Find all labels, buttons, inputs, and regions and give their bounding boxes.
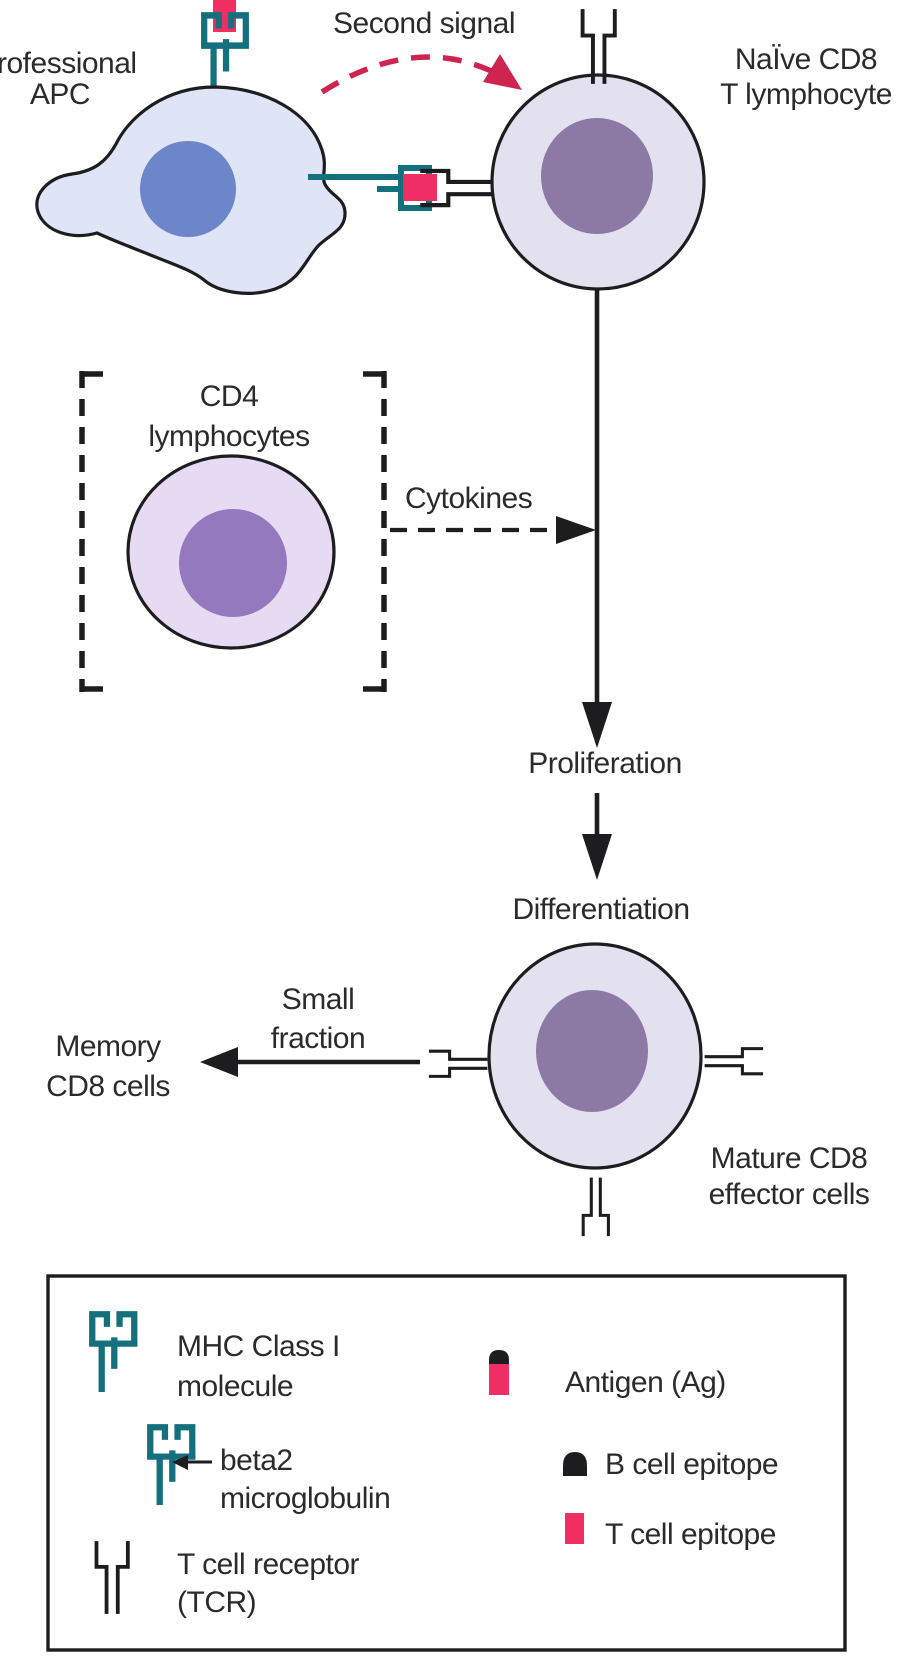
naive-cd8-nucleus (541, 118, 653, 234)
naive-cd8-label-line2: T lymphocyte (720, 78, 892, 111)
second-signal-arrowhead (483, 54, 522, 90)
second-signal-arrow (320, 54, 507, 95)
small-fraction-label-line2: fraction (271, 1022, 365, 1055)
tcr-icon-mature-right (703, 1047, 765, 1076)
apc-label-line1: rofessional (0, 47, 137, 80)
tcr-icon-naive-top (580, 7, 617, 86)
t-cell-epitope-icon (565, 1513, 584, 1544)
legend-mhc-label-line1: MHC Class I (177, 1330, 340, 1363)
tcr-icon-mature-left (427, 1049, 489, 1078)
b-cell-epitope-icon (563, 1452, 587, 1476)
cd4-label-line1: CD4 (200, 380, 259, 413)
legend-beta2-label-line2: microglobulin (220, 1482, 390, 1515)
tcr-icon-mature-bottom (581, 1176, 610, 1238)
memory-label-line2: CD8 cells (46, 1070, 170, 1103)
legend-antigen-label: Antigen (Ag) (565, 1366, 726, 1399)
naive-cd8-label-line1: NaÏve CD8 (735, 43, 877, 76)
mature-cd8-nucleus (536, 990, 648, 1112)
antigen-in-synapse (403, 174, 437, 201)
memory-arrowhead (200, 1047, 238, 1077)
legend-beta2-label-line1: beta2 (220, 1444, 293, 1477)
memory-label-line1: Memory (55, 1030, 161, 1063)
mature-cd8-label-line1: Mature CD8 (711, 1142, 868, 1175)
apc-label-line2: APC (30, 78, 90, 111)
cytokines-arrowhead (556, 516, 596, 544)
flow-arrowhead-1 (582, 702, 612, 748)
cd4-bracket-left-ticks (80, 371, 103, 692)
cd4-bracket-right-ticks (363, 371, 386, 692)
apc-nucleus (140, 141, 236, 237)
cd4-label-line2: lymphocytes (148, 420, 309, 453)
differentiation-label: Differentiation (512, 893, 689, 926)
cytokines-label: Cytokines (405, 482, 532, 515)
small-fraction-label-line1: Small (282, 983, 355, 1016)
cd4-nucleus (179, 509, 287, 617)
legend-t-epitope-label: T cell epitope (605, 1518, 776, 1551)
antigen-icon-legend (489, 1350, 509, 1395)
beta2-pointer-arrowhead (172, 1455, 188, 1470)
mature-cd8-label-line2: effector cells (709, 1178, 870, 1211)
second-signal-label: Second signal (333, 7, 515, 40)
legend-b-epitope-label: B cell epitope (605, 1448, 778, 1481)
flow-arrowhead-2 (582, 834, 612, 880)
proliferation-label: Proliferation (528, 747, 682, 780)
legend-mhc-label-line2: molecule (177, 1370, 293, 1403)
legend-tcr-label-line1: T cell receptor (177, 1548, 360, 1581)
legend-tcr-label-line2: (TCR) (177, 1586, 256, 1619)
